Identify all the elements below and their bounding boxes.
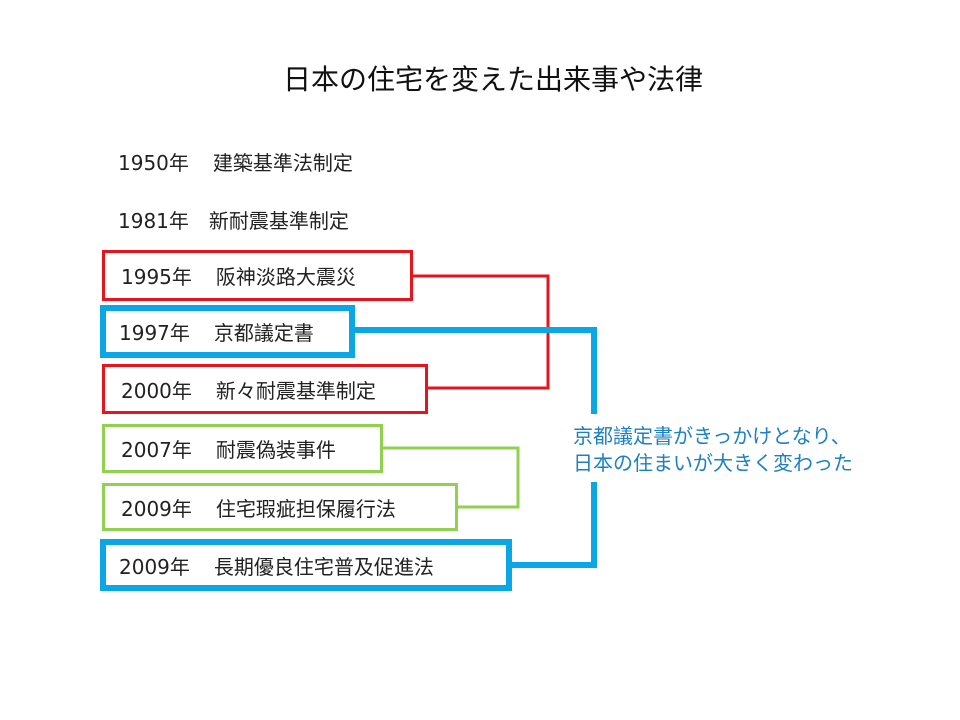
event-text: 耐震偽装事件	[215, 438, 336, 462]
event-text: 京都議定書	[213, 321, 314, 345]
event-text: 新々耐震基準制定	[215, 378, 376, 403]
blue-connector-top	[352, 327, 597, 414]
event-year: 1995年	[121, 265, 192, 289]
note-line-2: 日本の住まいが大きく変わった	[573, 451, 853, 475]
event-year: 2009年	[121, 496, 192, 521]
blue-connector-bottom	[510, 482, 597, 568]
slide-title: 日本の住宅を変えた出来事や法律	[282, 63, 703, 96]
event-text: 長期優良住宅普及促進法	[213, 554, 434, 579]
event-year: 2007年	[121, 438, 192, 462]
event-year: 2009年	[119, 554, 190, 579]
event-text: 住宅瑕疵担保履行法	[215, 496, 396, 521]
event-item: 1995年阪神淡路大震災	[102, 250, 413, 301]
event-year: 1981年	[118, 208, 189, 233]
event-year: 2000年	[121, 378, 192, 403]
event-text: 阪神淡路大震災	[215, 265, 356, 289]
note-line-1: 京都議定書がきっかけとなり、	[573, 424, 851, 448]
event-text: 建築基準法制定	[212, 150, 353, 175]
event-item: 2009年住宅瑕疵担保履行法	[102, 483, 458, 531]
green-connector	[383, 446, 520, 509]
event-item: 2000年新々耐震基準制定	[102, 364, 428, 414]
event-item: 1981年新耐震基準制定	[102, 199, 422, 239]
event-item: 2007年耐震偽装事件	[102, 424, 383, 473]
conclusion-note: 京都議定書がきっかけとなり、 日本の住まいが大きく変わった	[573, 423, 853, 477]
event-item: 2009年長期優良住宅普及促進法	[100, 539, 512, 591]
event-item: 1950年建築基準法制定	[102, 141, 422, 181]
event-text: 新耐震基準制定	[208, 208, 349, 233]
event-item: 1997年京都議定書	[100, 305, 355, 358]
event-year: 1997年	[119, 321, 190, 345]
event-year: 1950年	[118, 150, 189, 175]
